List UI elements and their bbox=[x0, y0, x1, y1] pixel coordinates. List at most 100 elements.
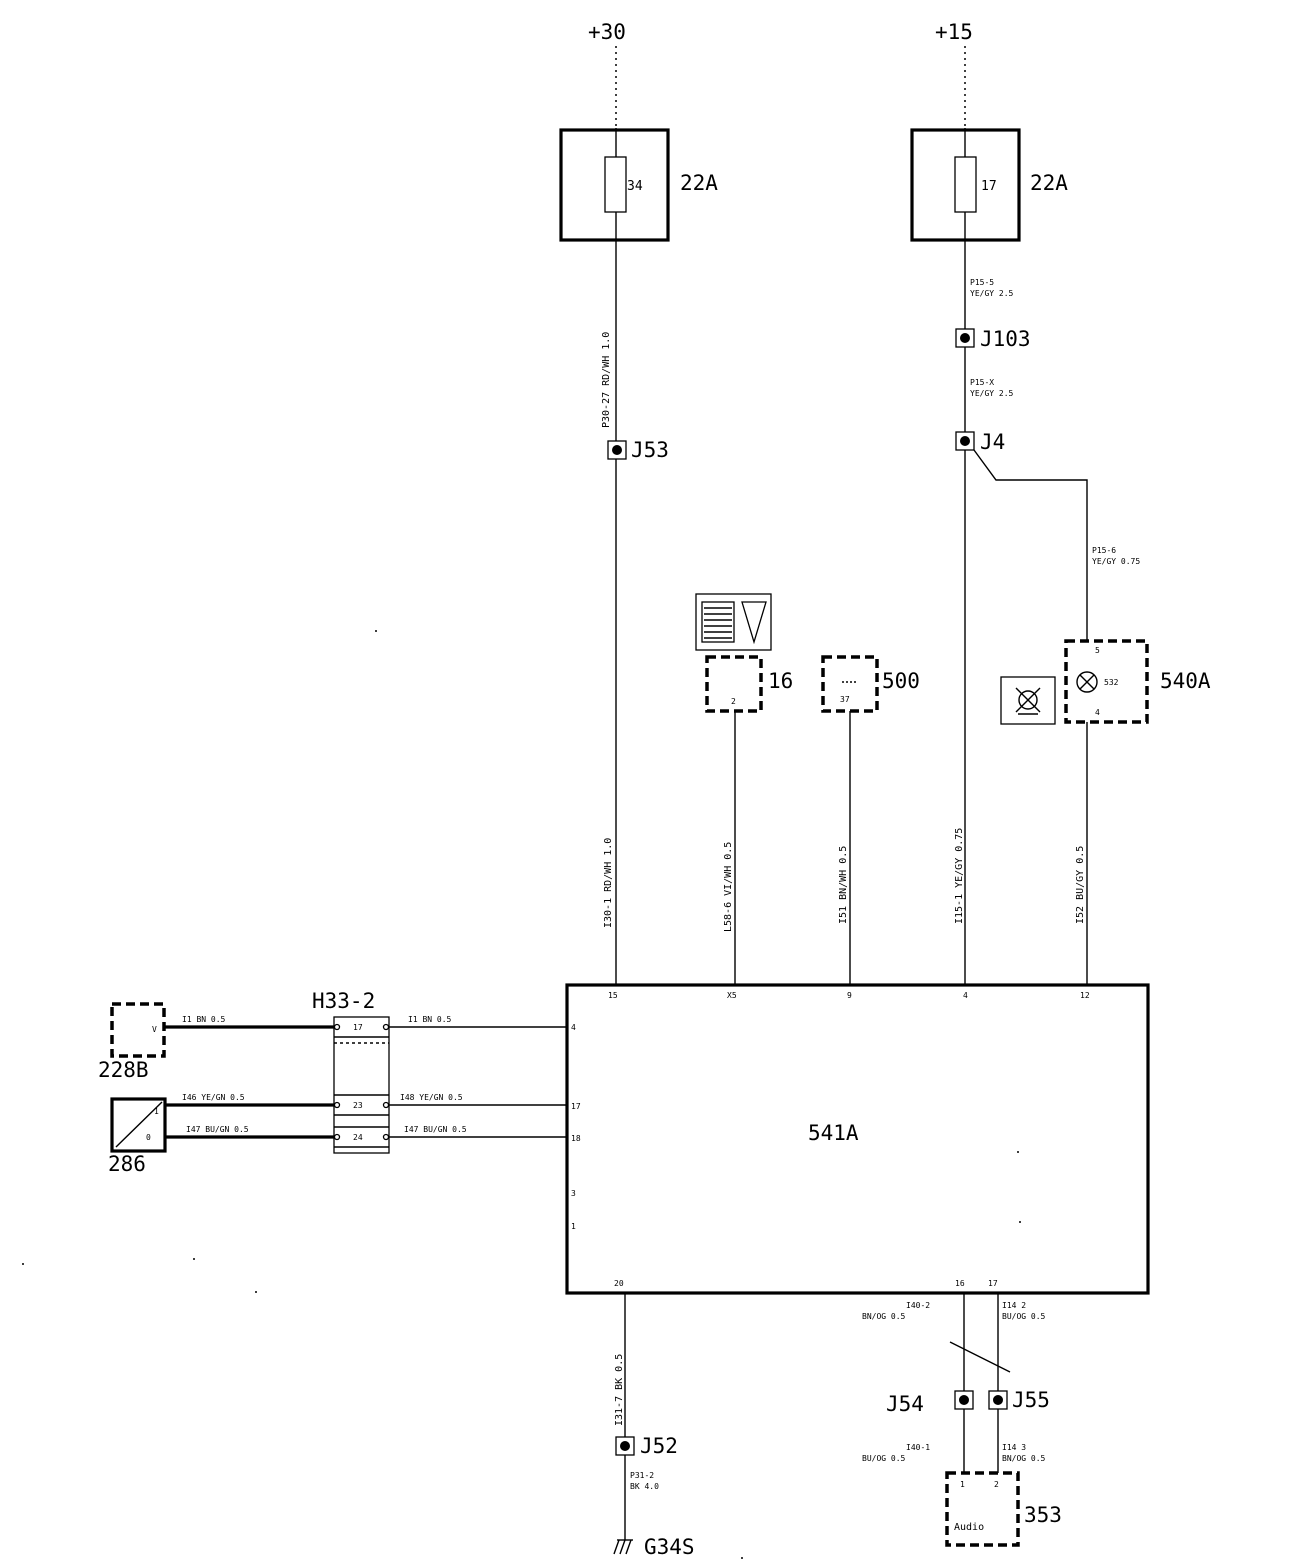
junction-j54-label: J54 bbox=[886, 1392, 924, 1416]
audio-branch: I40-2 BN/OG 0.5 I14 2 BU/OG 0.5 J54 J55 … bbox=[862, 1293, 1062, 1547]
ground-branch: I31-7 BK 0.5 J52 P31-2 BK 4.0 G34S bbox=[613, 1293, 695, 1559]
ecu-541a: 541A 15 X5 9 4 12 4 17 18 3 1 20 16 17 bbox=[565, 983, 1150, 1295]
ecu-pin-left-17: 17 bbox=[571, 1102, 581, 1111]
ecu-541a-box bbox=[565, 983, 1150, 1295]
wire-p30-27-label: P30-27 RD/WH 1.0 bbox=[601, 332, 612, 428]
ecu-pin-top-15: 15 bbox=[608, 991, 618, 1000]
wire-p31-2-label-a: P31-2 bbox=[630, 1471, 654, 1480]
component-16-pin: 2 bbox=[731, 697, 736, 706]
connector-h33-pin-17: 17 bbox=[353, 1023, 363, 1032]
supply-15-branch: +15 17 22A P15-5 YE/GY 2.5 J103 P15-X YE… bbox=[910, 20, 1140, 985]
junction-j55-label: J55 bbox=[1012, 1388, 1050, 1412]
wire-i14-2-label-b: BU/OG 0.5 bbox=[1002, 1312, 1046, 1321]
wire-i51-label: I51 BN/WH 0.5 bbox=[838, 846, 849, 924]
wire-i47-right-label: I47 BU/GN 0.5 bbox=[404, 1125, 467, 1134]
wire-i31-7-label: I31-7 BK 0.5 bbox=[614, 1354, 625, 1426]
left-inputs: V 228B 1 0 286 H33-2 17 23 24 I1 BN 0.5 … bbox=[98, 989, 567, 1176]
connector-h33-label: H33-2 bbox=[312, 989, 375, 1013]
twisted-pair-mark bbox=[949, 1341, 1011, 1373]
wire-i52-label: I52 BU/GY 0.5 bbox=[1075, 846, 1086, 924]
wire-p31-2-label-b: BK 4.0 bbox=[630, 1482, 659, 1491]
component-540a-pin-top: 5 bbox=[1095, 646, 1100, 655]
component-286-pin-2: 0 bbox=[146, 1133, 151, 1142]
ecu-pin-bottom-20: 20 bbox=[614, 1279, 624, 1288]
ecu-pin-bottom-16: 16 bbox=[955, 1279, 965, 1288]
supply-30-branch: +30 34 22A P30-27 RD/WH 1.0 J53 I30-1 RD… bbox=[559, 20, 718, 985]
connector-h33-pin-23: 23 bbox=[353, 1101, 363, 1110]
wire-i40-2-label-b: BN/OG 0.5 bbox=[862, 1312, 906, 1321]
component-353-label: 353 bbox=[1024, 1503, 1062, 1527]
ecu-541a-label: 541A bbox=[808, 1121, 859, 1145]
component-540a-inner: 532 bbox=[1104, 678, 1119, 687]
wire-i14-2-label-a: I14 2 bbox=[1002, 1301, 1026, 1310]
component-228b-label: 228B bbox=[98, 1058, 149, 1082]
component-540a: 5 532 4 540A I52 BU/GY 0.5 bbox=[1000, 639, 1211, 985]
wire-p15-5-label-a: P15-5 bbox=[970, 278, 994, 287]
component-540a-label: 540A bbox=[1160, 669, 1211, 693]
component-540a-pin-bot: 4 bbox=[1095, 708, 1100, 717]
wire-i14-3-label-a: I14 3 bbox=[1002, 1443, 1026, 1452]
ecu-pin-bottom-17: 17 bbox=[988, 1279, 998, 1288]
junction-j4-label: J4 bbox=[980, 430, 1005, 454]
wire-i40-2-label-a: I40-2 bbox=[906, 1301, 930, 1310]
wire-p15-6-label-a: P15-6 bbox=[1092, 546, 1116, 555]
lamp-icon bbox=[1076, 671, 1098, 693]
connector-h33-box bbox=[333, 1016, 390, 1154]
component-540a-box bbox=[1064, 639, 1149, 724]
ground-icon bbox=[613, 1539, 633, 1555]
ecu-pin-left-3: 3 bbox=[571, 1189, 576, 1198]
wire-i14-3-label-b: BN/OG 0.5 bbox=[1002, 1454, 1046, 1463]
ecu-pin-top-12: 12 bbox=[1080, 991, 1090, 1000]
component-16: 2 16 L58-6 VI/WH 0.5 bbox=[695, 593, 793, 985]
fuse-17-icon bbox=[954, 156, 977, 213]
wire-i1-right-label: I1 BN 0.5 bbox=[408, 1015, 452, 1024]
wire-i30-1-label: I30-1 RD/WH 1.0 bbox=[603, 838, 614, 928]
component-353-pin-2: 2 bbox=[994, 1480, 999, 1489]
component-16-box bbox=[705, 655, 763, 713]
component-500: 37 500 I51 BN/WH 0.5 bbox=[821, 655, 920, 985]
wire-i47-left-label: I47 BU/GN 0.5 bbox=[186, 1125, 249, 1134]
wire-i40-1-label-b: BU/OG 0.5 bbox=[862, 1454, 906, 1463]
wire-p15-x-label-a: P15-X bbox=[970, 378, 994, 387]
wire-i15-1-label: I15-1 YE/GY 0.75 bbox=[954, 828, 965, 924]
component-353-box bbox=[945, 1471, 1020, 1547]
component-500-box bbox=[821, 655, 879, 713]
ecu-pin-top-4: 4 bbox=[963, 991, 968, 1000]
scan-specks bbox=[22, 630, 1021, 1559]
component-353-inner-label: Audio bbox=[954, 1522, 984, 1533]
component-500-pin: 37 bbox=[840, 695, 850, 704]
component-286-box bbox=[110, 1097, 167, 1153]
wire-p15-5-label-b: YE/GY 2.5 bbox=[970, 289, 1014, 298]
junction-j52-label: J52 bbox=[640, 1434, 678, 1458]
ecu-pin-left-1: 1 bbox=[571, 1222, 576, 1231]
wire-i48-right-label: I48 YE/GN 0.5 bbox=[400, 1093, 463, 1102]
wire-i46-left-label: I46 YE/GN 0.5 bbox=[182, 1093, 245, 1102]
component-353-pin-1: 1 bbox=[960, 1480, 965, 1489]
ecu-pin-top-x5: X5 bbox=[727, 991, 737, 1000]
connector-h33-pin-24: 24 bbox=[353, 1133, 363, 1142]
supply-15-label: +15 bbox=[935, 20, 973, 44]
fuse-17-rating: 22A bbox=[1030, 171, 1068, 195]
junction-j103-label: J103 bbox=[980, 327, 1031, 351]
fuse-box-34 bbox=[559, 128, 670, 242]
ecu-pin-left-18: 18 bbox=[571, 1134, 581, 1143]
component-286-pin-1: 1 bbox=[154, 1107, 159, 1116]
warning-triangle-icon bbox=[741, 601, 767, 645]
wire-i1-left-label: I1 BN 0.5 bbox=[182, 1015, 226, 1024]
supply-30-label: +30 bbox=[588, 20, 626, 44]
wire-p15-6-label-b: YE/GY 0.75 bbox=[1092, 557, 1140, 566]
component-228b-box bbox=[110, 1002, 166, 1058]
ground-label: G34S bbox=[644, 1535, 695, 1559]
fuse-34-icon bbox=[604, 156, 627, 213]
wire-l58-6-label: L58-6 VI/WH 0.5 bbox=[723, 842, 734, 932]
junction-j53-label: J53 bbox=[631, 438, 669, 462]
wire-p15-x-label-b: YE/GY 2.5 bbox=[970, 389, 1014, 398]
fuse-34-number: 34 bbox=[627, 179, 643, 194]
ecu-pin-left-4: 4 bbox=[571, 1023, 576, 1032]
component-500-label: 500 bbox=[882, 669, 920, 693]
component-16-label: 16 bbox=[768, 669, 793, 693]
component-286-label: 286 bbox=[108, 1152, 146, 1176]
ecu-pin-top-9: 9 bbox=[847, 991, 852, 1000]
component-228b-pin: V bbox=[152, 1025, 157, 1034]
